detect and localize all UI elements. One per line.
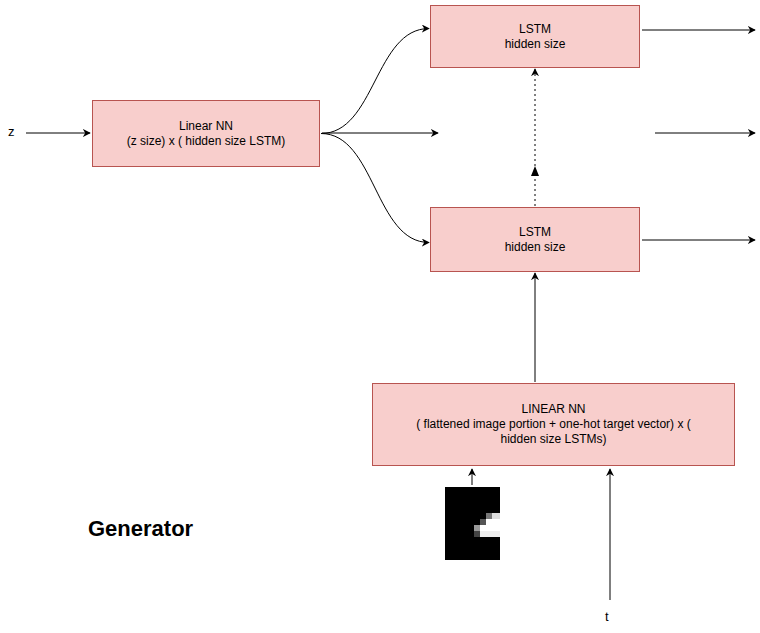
lstm-box: LSTMhidden size bbox=[430, 5, 640, 68]
input-label: t bbox=[605, 609, 609, 624]
linear-layer-box: Linear NN(z size) x ( hidden size LSTM) bbox=[92, 100, 320, 167]
box-title: LINEAR NN bbox=[521, 402, 585, 417]
input-label: z bbox=[8, 124, 15, 139]
output-arrow bbox=[642, 240, 755, 241]
box-subtitle: hidden size bbox=[505, 240, 566, 255]
diagram-title-label: Generator bbox=[88, 516, 193, 542]
image-portion bbox=[445, 487, 500, 560]
connector-arrow bbox=[321, 134, 429, 243]
output-arrow bbox=[655, 133, 755, 134]
box-subtitle: hidden size bbox=[505, 37, 566, 52]
image-arrow bbox=[472, 469, 473, 485]
output-arrow bbox=[642, 30, 755, 31]
connector-arrow bbox=[535, 69, 536, 206]
box-subtitle: (z size) x ( hidden size LSTM) bbox=[127, 134, 286, 149]
box-title: LSTM bbox=[519, 22, 551, 37]
linear-layer-box: LINEAR NN( flattened image portion + one… bbox=[372, 383, 735, 466]
lstm-box: LSTMhidden size bbox=[430, 207, 640, 272]
box-title: LSTM bbox=[519, 225, 551, 240]
target-arrow bbox=[610, 469, 611, 600]
connector-arrow bbox=[321, 29, 429, 134]
input-arrow bbox=[26, 133, 90, 134]
connector-arrow bbox=[535, 273, 536, 382]
box-title: Linear NN bbox=[179, 119, 233, 134]
layout-arrows bbox=[26, 30, 755, 600]
middle-arrow bbox=[322, 133, 438, 134]
box-subtitle: ( flattened image portion + one-hot targ… bbox=[399, 417, 709, 447]
